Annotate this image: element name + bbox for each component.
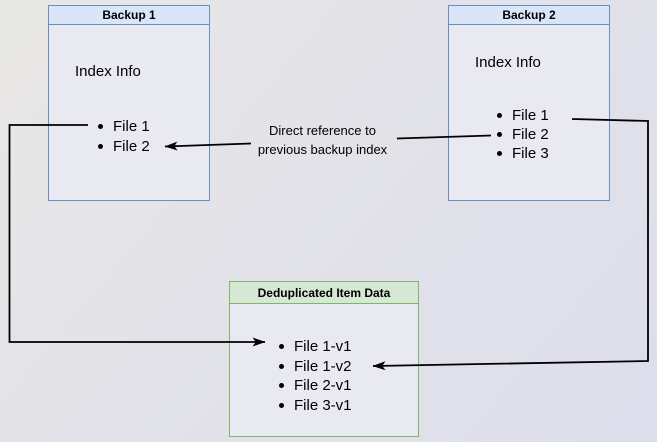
list-item: File 2-v1 <box>279 376 352 396</box>
edge-label-line-2: previous backup index <box>257 141 388 157</box>
dedup-file-list: File 1-v1 File 1-v2 File 2-v1 File 3-v1 <box>279 337 352 415</box>
node-backup-1: Backup 1 <box>48 5 210 201</box>
list-item: File 1 <box>98 116 150 136</box>
list-item: File 1-v2 <box>279 357 352 377</box>
list-item: File 2 <box>497 125 549 144</box>
list-item: File 3-v1 <box>279 396 352 416</box>
backup-1-file-list: File 1 File 2 <box>98 116 150 156</box>
list-item: File 3 <box>497 144 549 163</box>
list-item: File 2 <box>98 136 150 156</box>
edge-label-direct-reference: Direct reference to previous backup inde… <box>232 122 413 159</box>
node-backup-2: Backup 2 <box>448 5 610 201</box>
node-backup-2-title: Backup 2 <box>449 6 609 25</box>
backup-2-file-list: File 1 File 2 File 3 <box>497 106 549 163</box>
list-item: File 1-v1 <box>279 337 352 357</box>
node-backup-1-title: Backup 1 <box>49 6 209 25</box>
list-item: File 1 <box>497 106 549 125</box>
node-deduplicated-item-data-title: Deduplicated Item Data <box>230 282 418 304</box>
backup-2-index-info-label: Index Info <box>475 54 541 71</box>
backup-1-index-info-label: Index Info <box>75 63 141 80</box>
edge-label-line-1: Direct reference to <box>269 123 376 138</box>
